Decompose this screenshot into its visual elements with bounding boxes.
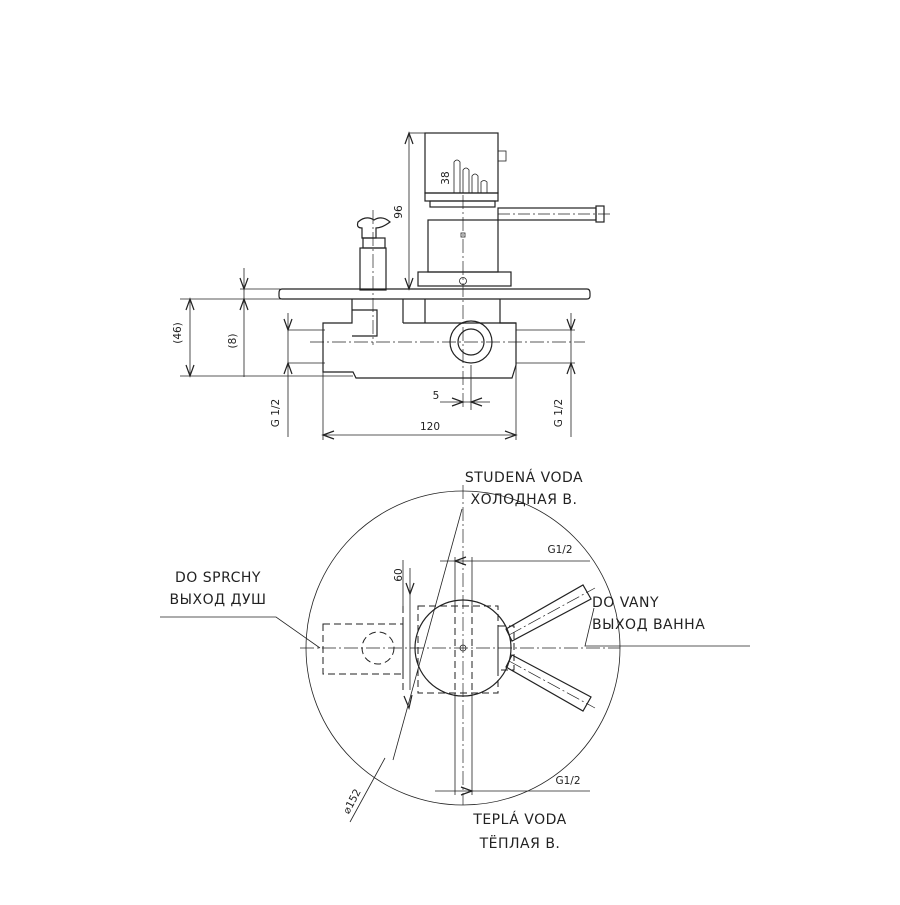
cold-water-label-ru: ХОЛОДНАЯ В.: [471, 492, 578, 508]
dim-diameter: ⌀152: [341, 787, 364, 816]
cover-plate: [278, 288, 591, 300]
dim-38: 38: [440, 171, 452, 184]
bath-outlet-label-ru: ВЫХОД ВАННА: [592, 617, 705, 633]
dim-g-left: G 1/2: [270, 399, 282, 427]
diverter-knob: [356, 217, 391, 239]
top-view: [160, 485, 750, 823]
dim-g-bottom: G1/2: [555, 775, 580, 787]
dim-120: 120: [420, 421, 440, 433]
shower-outlet-label-ru: ВЫХОД ДУШ: [170, 592, 267, 608]
side-view: [180, 131, 610, 440]
hot-water-label-ru: ТЁПЛАЯ В.: [479, 834, 561, 852]
shower-outlet-label: DO SPRCHY: [175, 570, 261, 586]
cold-water-label: STUDENÁ VODA: [465, 469, 583, 486]
dim-96: 96: [393, 205, 405, 219]
dim-46: (46): [172, 322, 184, 344]
hot-water-label: TEPLÁ VODA: [472, 811, 566, 828]
valve-body: [322, 299, 517, 379]
bath-outlet-label: DO VANY: [592, 595, 659, 611]
dim-5: 5: [433, 390, 440, 402]
dim-8: (8): [227, 334, 239, 349]
dim-g-right: G 1/2: [553, 399, 565, 427]
dim-60: 60: [393, 568, 405, 581]
dim-g-top: G1/2: [547, 544, 572, 556]
